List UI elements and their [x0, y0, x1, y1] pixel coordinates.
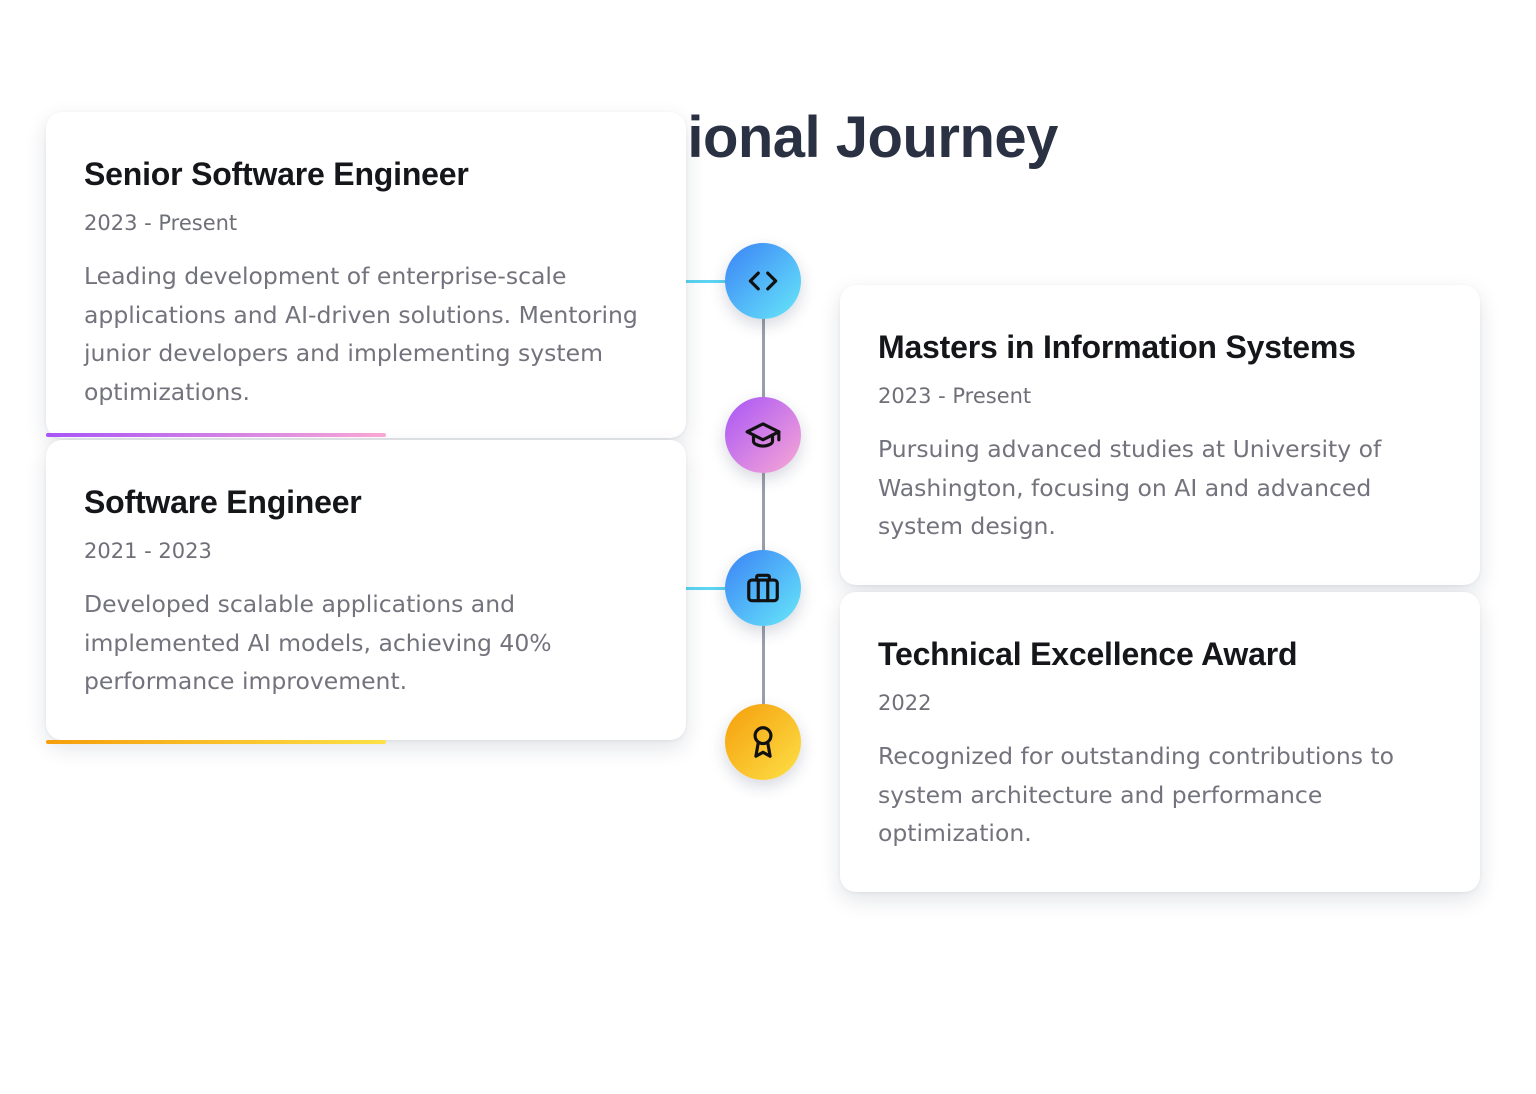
timeline-node-education[interactable]: [725, 397, 801, 473]
award-icon: [753, 726, 773, 758]
card-accent-bar: [46, 433, 386, 437]
timeline-card: Technical Excellence Award 2022 Recogniz…: [840, 592, 1480, 892]
timeline-node-award[interactable]: [725, 704, 801, 780]
card-title: Masters in Information Systems: [878, 329, 1356, 365]
card-title: Software Engineer: [84, 484, 362, 520]
briefcase-icon: [747, 573, 779, 603]
card-date: 2023 - Present: [878, 384, 1032, 408]
timeline-node-code[interactable]: [725, 243, 801, 319]
card-accent-bar: [46, 740, 386, 744]
timeline-card: Senior Software Engineer 2023 - Present …: [46, 112, 686, 438]
card-date: 2021 - 2023: [84, 539, 212, 563]
graduation-cap-icon: [745, 422, 781, 448]
card-title: Senior Software Engineer: [84, 156, 469, 192]
timeline-axis: [762, 282, 765, 744]
code-icon: [748, 271, 778, 291]
card-description: Pursuing advanced studies at University …: [878, 435, 1382, 540]
card-description: Recognized for outstanding contributions…: [878, 742, 1395, 847]
connector-line: [686, 587, 728, 590]
card-title: Technical Excellence Award: [878, 636, 1298, 672]
timeline-card: Masters in Information Systems 2023 - Pr…: [840, 285, 1480, 585]
card-date: 2022: [878, 691, 932, 715]
timeline-card: Software Engineer 2021 - 2023 Developed …: [46, 440, 686, 740]
card-date: 2023 - Present: [84, 211, 238, 235]
connector-line: [686, 280, 728, 283]
card-description: Developed scalable applications and impl…: [84, 590, 552, 695]
card-description: Leading development of enterprise-scale …: [84, 262, 638, 406]
timeline-node-work[interactable]: [725, 550, 801, 626]
